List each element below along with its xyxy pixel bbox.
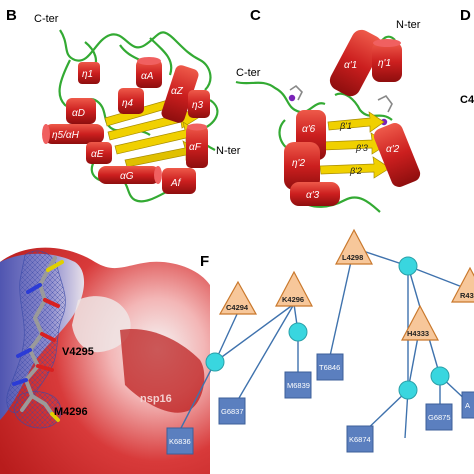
panel-e-label-v4295: V4295	[62, 346, 94, 358]
panel-f-box-label: K6874	[349, 435, 371, 444]
panel-f-triangle-h4333: H4333	[401, 304, 439, 341]
panel-c-c-ter-label: C-ter	[236, 67, 261, 79]
panel-f-box-m6839: M6839	[284, 371, 312, 399]
panel-f-box-label: K6836	[169, 437, 191, 446]
panel-e: V4295 M4296 nsp16	[0, 247, 210, 474]
panel-e-surface-white	[72, 296, 131, 353]
panel-b-coil	[59, 29, 212, 91]
panel-f-circle-node	[205, 352, 225, 372]
panel-f-box-partial: A	[461, 391, 474, 419]
panel-f-triangle-label: C4294	[226, 303, 249, 312]
panel-f-circle-node	[398, 256, 418, 276]
panel-c-helix-alpha3: α'3	[290, 182, 340, 206]
panel-f-box-k6874: K6874	[346, 425, 374, 453]
panel-f-box-label: G6875	[428, 413, 451, 422]
panel-c-label-eta1: η'1	[378, 58, 391, 69]
panel-b-n-ter-label: N-ter	[216, 145, 241, 157]
panel-d: D C4	[460, 7, 474, 106]
panel-b-label-alphae: αE	[91, 149, 104, 160]
panel-b-coil	[90, 159, 171, 203]
panel-letter-f: F	[200, 253, 209, 270]
panel-f-box-g6837: G6837	[218, 397, 246, 425]
panel-b-helix-eta4: η4	[118, 88, 144, 114]
panel-b-helix-alphaf: αF	[186, 123, 208, 168]
panel-c-label-eta2: η'2	[292, 158, 305, 169]
panel-b-helix-eta3: η3	[188, 90, 210, 118]
panel-f-triangle-r43: R43	[451, 266, 474, 303]
panel-f-circle-node	[398, 380, 418, 400]
panel-c-sheet	[319, 156, 391, 179]
panel-letter-c: C	[250, 7, 261, 24]
panel-c: C N-ter C-ter β'1 β'3 β'2 α'1 η'1	[235, 7, 421, 213]
panel-b-c-ter-label: C-ter	[34, 13, 59, 25]
panel-c-n-ter-label: N-ter	[396, 19, 421, 31]
panel-b-label-eta1: η1	[82, 69, 93, 80]
panel-f-box-label: T6846	[319, 363, 340, 372]
panel-f-triangle-label: H4333	[407, 329, 429, 338]
panel-b-label-eta3: η3	[192, 100, 204, 111]
panel-b-label-alphaa: αA	[141, 71, 154, 82]
panel-b-helix-alphad: αD	[66, 98, 96, 124]
panel-c-label-alpha3: α'3	[306, 190, 320, 201]
panel-b-helix-alphae: αE	[86, 142, 112, 164]
panel-f-triangle-c4294: C4294	[218, 280, 258, 315]
panel-b-label-alphaz: αZ	[171, 86, 184, 97]
panel-c-helix-eta2: η'2	[284, 142, 320, 190]
panel-c-label-beta1: β'1	[339, 121, 352, 131]
panel-c-label-beta2: β'2	[349, 166, 362, 176]
panel-f: F C4294 K4296	[166, 228, 474, 455]
panel-f-box-t6846: T6846	[316, 353, 344, 381]
panel-f-triangle-l4298: L4298	[335, 228, 373, 265]
panel-f-triangle-label: L4298	[342, 253, 363, 262]
panel-c-helix-eta1: η'1	[372, 39, 402, 82]
panel-b-label-alphag: αG	[120, 171, 134, 182]
panel-f-triangle-label: R43	[460, 291, 474, 300]
panel-b-helix-alphaz: αZ	[161, 65, 199, 123]
panel-c-label-alpha1: α'1	[344, 60, 357, 71]
panel-b-label-eta5-alphah: η5/αH	[52, 130, 80, 141]
panel-b-helix-alphag: αG	[98, 166, 162, 184]
panel-b-label-eta4: η4	[122, 98, 134, 109]
panel-d-partial-label: C4	[460, 94, 474, 106]
panel-b-label-alphaf: αF	[189, 142, 202, 153]
panel-c-helix-alpha1: α'1	[329, 29, 383, 97]
panel-b-label-af: Af	[170, 178, 182, 189]
panel-f-box-label: M6839	[287, 381, 310, 390]
panel-c-label-alpha2: α'2	[386, 144, 400, 155]
panel-b: B C-ter N-ter η1 αA αZ η4	[6, 7, 241, 203]
panel-e-density-mesh	[13, 391, 62, 429]
panel-e-label-m4296: M4296	[54, 406, 88, 418]
panel-f-box-label: A	[465, 401, 470, 410]
panel-e-stick-model	[12, 256, 64, 422]
panel-f-box-k6836: K6836	[166, 427, 194, 455]
panel-e-surface-dark-red	[120, 329, 205, 413]
panel-f-circle-node	[288, 322, 308, 342]
panel-e-label-nsp16: nsp16	[140, 393, 172, 405]
panel-f-triangle-k4296: K4296	[275, 270, 313, 307]
panel-c-coil	[235, 80, 326, 114]
panel-b-helix-eta1: η1	[78, 62, 100, 84]
panel-c-label-alpha6: α'6	[302, 124, 316, 135]
panel-c-label-beta3: β'3	[355, 143, 368, 153]
panel-letter-b: B	[6, 7, 17, 24]
panel-b-label-alphad: αD	[72, 108, 85, 119]
panel-b-helix-alphaa: αA	[136, 57, 162, 88]
panel-b-helix-af: Af	[162, 168, 196, 194]
panel-letter-d: D	[460, 7, 471, 24]
panel-f-circle-node	[430, 366, 450, 386]
panel-b-helix-eta5-alphah: η5/αH	[42, 124, 104, 144]
panel-f-triangle-label: K4296	[282, 295, 304, 304]
panel-f-box-g6875: G6875	[425, 403, 453, 431]
panel-f-box-label: G6837	[221, 407, 244, 416]
panel-c-helix-alpha2: α'2	[373, 123, 421, 187]
panel-c-sheet	[327, 111, 385, 133]
